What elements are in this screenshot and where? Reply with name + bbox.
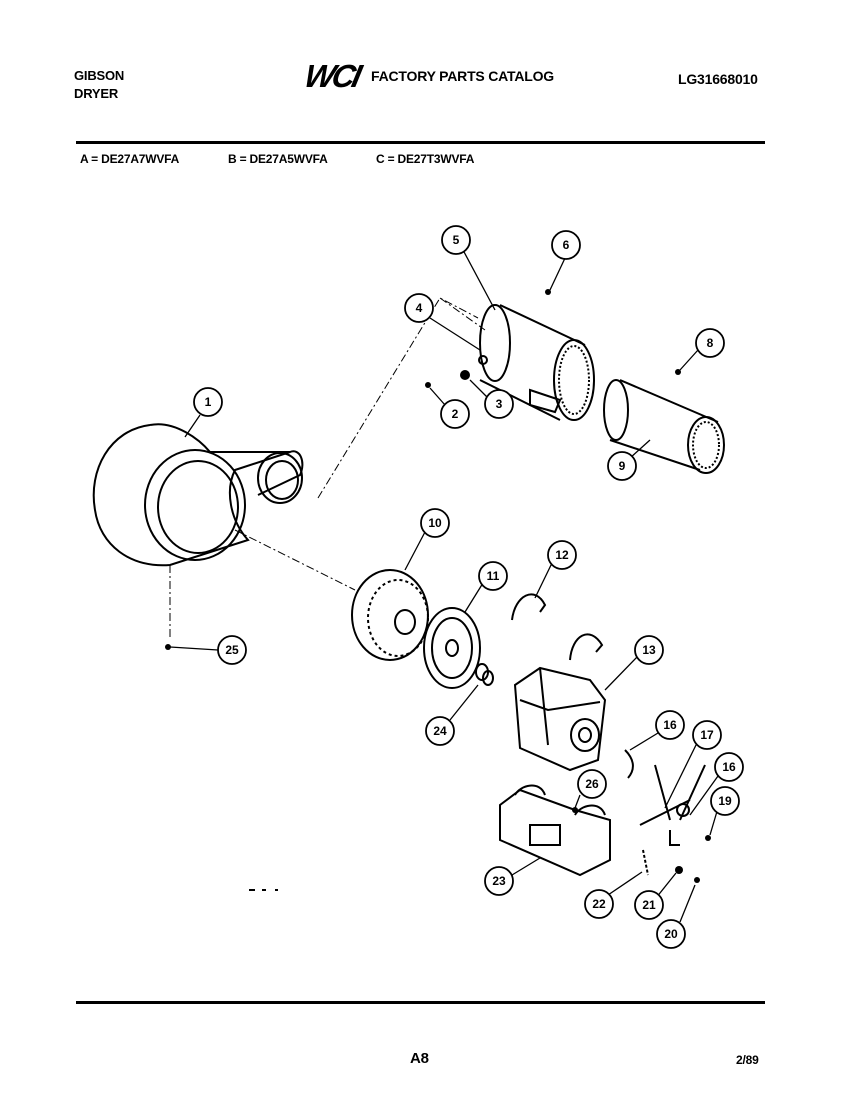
idler-lever-part — [639, 764, 706, 826]
callout-2: 2 — [440, 399, 470, 429]
brand-name: GIBSON — [74, 68, 125, 83]
svg-text:25: 25 — [225, 643, 239, 657]
motor-mount-part — [499, 784, 611, 877]
screw-part — [165, 644, 171, 650]
callout-24: 24 — [425, 716, 455, 746]
callout-8: 8 — [695, 328, 725, 358]
page-label: A8 — [410, 1050, 429, 1067]
svg-text:16: 16 — [663, 718, 677, 732]
callout-18: 16 — [714, 752, 744, 782]
screw-part — [545, 289, 551, 295]
mark — [249, 889, 255, 891]
callout-5: 5 — [441, 225, 471, 255]
callout-16: 16 — [655, 710, 685, 740]
svg-text:10: 10 — [428, 516, 442, 530]
svg-text:4: 4 — [416, 301, 423, 315]
callout-25: 25 — [217, 635, 247, 665]
appliance-type: DRYER — [74, 86, 119, 101]
callout-4: 4 — [404, 293, 434, 323]
washer-part — [482, 670, 494, 686]
screw-part — [675, 369, 681, 375]
spring-part — [642, 849, 649, 876]
callout-10: 10 — [420, 508, 450, 538]
bracket-part — [669, 830, 680, 846]
callout-13: 13 — [634, 635, 664, 665]
gasket-part — [478, 355, 488, 365]
catalog-title: FACTORY PARTS CATALOG — [371, 68, 554, 84]
svg-text:17: 17 — [700, 728, 714, 742]
callout-9: 9 — [607, 451, 637, 481]
callout-11: 11 — [478, 561, 508, 591]
blower-housing-part — [92, 423, 304, 567]
screw-part — [694, 877, 700, 883]
header-divider — [76, 141, 765, 144]
svg-text:24: 24 — [433, 724, 447, 738]
callout-3: 3 — [484, 389, 514, 419]
callout-19: 19 — [710, 786, 740, 816]
svg-text:9: 9 — [619, 459, 626, 473]
callout-26: 26 — [577, 769, 607, 799]
model-b: B = DE27A5WVFA — [228, 152, 328, 166]
svg-text:13: 13 — [642, 643, 656, 657]
brand-block: GIBSON DRYER — [74, 67, 124, 103]
model-c: C = DE27T3WVFA — [376, 152, 475, 166]
motor-clip-part — [511, 593, 547, 621]
spring-part — [624, 749, 634, 779]
motor-clip-part — [569, 633, 604, 661]
screw-part — [425, 382, 431, 388]
callout-22: 22 — [584, 889, 614, 919]
svg-text:5: 5 — [453, 233, 460, 247]
screw-part — [572, 807, 578, 813]
svg-text:8: 8 — [707, 336, 714, 350]
catalog-number: LG31668010 — [678, 71, 758, 87]
svg-text:1: 1 — [205, 395, 212, 409]
callout-20: 20 — [656, 919, 686, 949]
blower-wheel-part — [351, 569, 429, 661]
pulley-part — [676, 803, 690, 817]
page-date: 2/89 — [736, 1053, 759, 1067]
blower-plate-part — [423, 607, 481, 689]
svg-text:21: 21 — [642, 898, 656, 912]
svg-text:12: 12 — [555, 548, 569, 562]
mark — [262, 889, 266, 891]
callout-6: 6 — [551, 230, 581, 260]
callout-17: 17 — [692, 720, 722, 750]
footer-divider — [76, 1001, 765, 1004]
screw-part — [705, 835, 711, 841]
svg-text:20: 20 — [664, 927, 678, 941]
exhaust-duct-part — [479, 304, 595, 421]
svg-text:2: 2 — [452, 407, 459, 421]
drive-motor-part — [513, 666, 607, 772]
callout-12: 12 — [547, 540, 577, 570]
svg-text:23: 23 — [492, 874, 506, 888]
duct-extension-part — [603, 379, 725, 474]
svg-text:16: 16 — [722, 760, 736, 774]
nut-part — [675, 866, 683, 874]
model-a: A = DE27A7WVFA — [80, 152, 180, 166]
mark — [275, 889, 278, 891]
callout-21: 21 — [634, 890, 664, 920]
callout-23: 23 — [484, 866, 514, 896]
svg-text:19: 19 — [718, 794, 732, 808]
svg-text:11: 11 — [487, 569, 500, 583]
svg-text:26: 26 — [585, 777, 599, 791]
thermostat-part — [460, 370, 470, 380]
svg-text:6: 6 — [563, 238, 570, 252]
svg-text:22: 22 — [592, 897, 606, 911]
svg-text:3: 3 — [496, 397, 503, 411]
callout-1: 1 — [193, 387, 223, 417]
